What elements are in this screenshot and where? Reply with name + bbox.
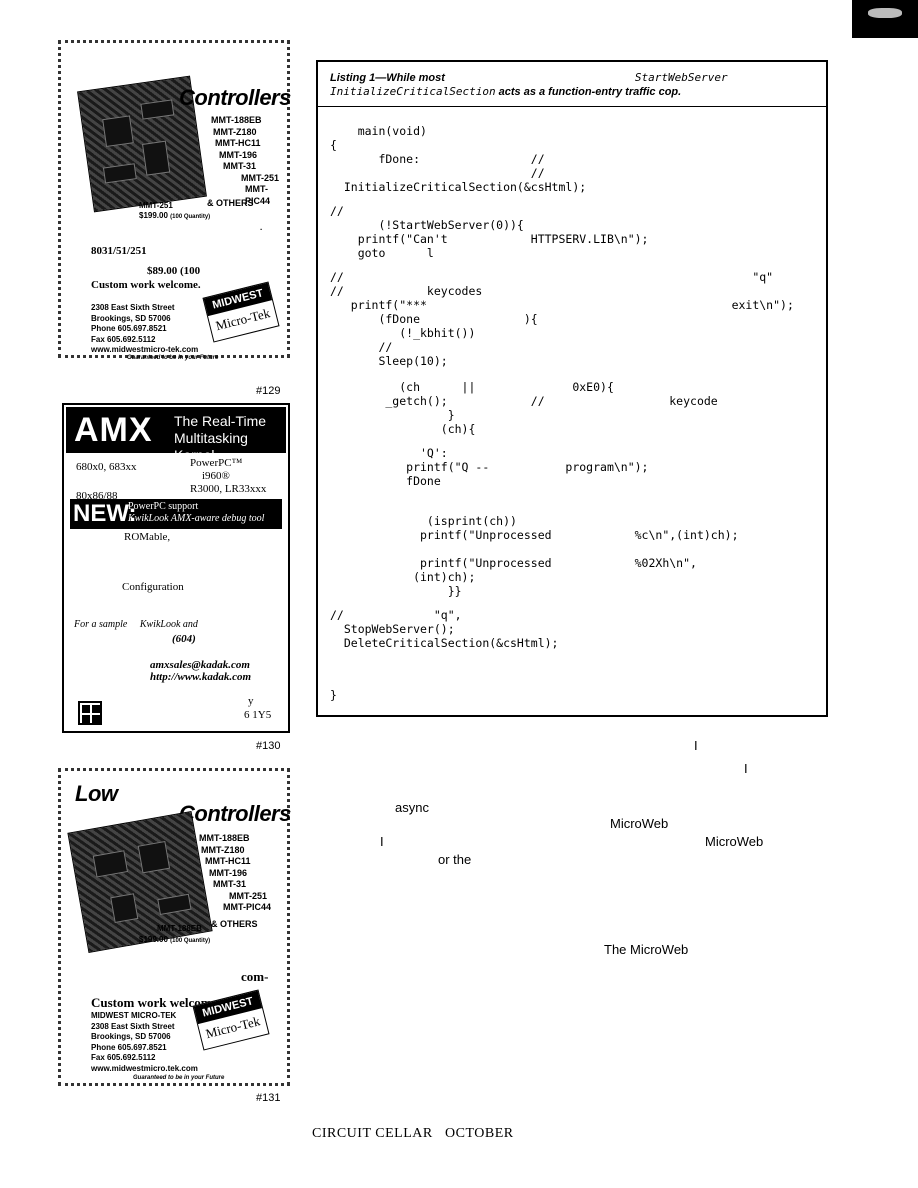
price: $199.00 (100 Quantity) [139, 935, 211, 944]
text-fragment: I [744, 761, 748, 776]
code-line: StopWebServer(); [330, 622, 455, 636]
text-fragment: async [395, 800, 429, 815]
cpu-line: 8031/51/251 [91, 245, 147, 257]
code-line: printf("*** exit\n"); [330, 298, 794, 312]
amx-web[interactable]: http://www.kadak.com [150, 671, 252, 683]
code-line: goto l [330, 246, 434, 260]
processor-list-right: PowerPC™ i960® R3000, LR33xxx [190, 457, 267, 495]
new-banner: NEW: PowerPC support KwikLook AMX-aware … [70, 499, 282, 529]
code-line: } [330, 688, 337, 702]
code-line: fDone: // [330, 152, 545, 166]
code-line: // [330, 166, 545, 180]
code-line: (ch || 0xE0){ [330, 380, 614, 394]
code-line: fDone [330, 474, 441, 488]
text-fragment: or the [438, 852, 472, 867]
ad-midwest-controllers[interactable]: Controllers MMT-188EB MMT-Z180 MMT-HC11 … [58, 40, 291, 361]
kadak-logo-icon [78, 701, 102, 725]
code-line: main(void) [330, 124, 427, 138]
code-line: } [330, 408, 455, 422]
code-line: // [330, 340, 393, 354]
model-list: MMT-188EB MMT-Z180 MMT-HC11 MMT-196 MMT-… [199, 833, 272, 912]
code-line: // keycodes [330, 284, 483, 298]
tagline: Guaranteed to be in your Future [133, 1075, 225, 1081]
ad-reader-number: #129 [256, 385, 281, 397]
code-line: (ch){ [330, 422, 476, 436]
text-fragment: MicroWeb [705, 834, 764, 849]
midwest-logo: MIDWEST Micro-Tek [202, 281, 280, 343]
page-corner-tab [852, 0, 918, 38]
code-line: InitializeCriticalSection(&csHtml); [330, 180, 587, 194]
amx-subtitle: The Real-Time Multitasking Kernel [174, 413, 267, 463]
tagline: Guaranteed to be in your Future [127, 355, 219, 361]
ad-reader-number: #130 [256, 740, 281, 752]
amx-header: AMX The Real-Time Multitasking Kernel [66, 407, 286, 463]
ad-midwest-low-controllers[interactable]: Low Controllers MMT-188EB MMT-Z180 MMT-H… [58, 768, 291, 1086]
code-line: printf("Unprocessed %02Xh\n", [330, 556, 697, 570]
text-fragment: I [694, 738, 698, 753]
code-line: // "q", [330, 608, 462, 622]
custom-work: Custom work welcome. [91, 279, 201, 291]
code-line: printf("Can't HTTPSERV.LIB\n"); [330, 232, 649, 246]
code-line: (!_kbhit()) [330, 326, 476, 340]
text-fragment: The MicroWeb [604, 942, 689, 957]
code-line: // [330, 204, 344, 218]
address-block: 2308 East Sixth Street Brookings, SD 570… [91, 303, 199, 354]
price-line: $89.00 (100 [147, 265, 201, 277]
text-fragment: I [380, 834, 384, 849]
amx-email[interactable]: amxsales@kadak.com [150, 659, 250, 671]
custom-work: Custom work welcome. [91, 995, 221, 1010]
code-line: (int)ch); [330, 570, 476, 584]
board-label: MMT-188EB [157, 924, 202, 933]
code-line: }} [330, 584, 462, 598]
address-block: MIDWEST MICRO-TEK 2308 East Sixth Street… [91, 1011, 198, 1073]
corner-glyph-icon [868, 8, 902, 18]
code-block: main(void) { fDone: // // InitializeCrit… [318, 62, 794, 702]
code-line: printf("Q -- program\n"); [330, 460, 649, 474]
code-line: Sleep(10); [330, 354, 448, 368]
board-label: MMT-251 [139, 201, 173, 210]
text-fragment: MicroWeb [610, 816, 669, 831]
code-line: _getch(); // keycode [330, 394, 718, 408]
ad-title: Controllers [179, 801, 291, 826]
code-line: (fDone ){ [330, 312, 538, 326]
model-others: & OTHERS [207, 198, 254, 208]
amx-logo: AMX [74, 411, 153, 449]
code-line: 'Q': [330, 446, 448, 460]
code-line: // "q" [330, 270, 774, 284]
code-line: printf("Unprocessed %c\n",(int)ch); [330, 528, 739, 542]
code-line: DeleteCriticalSection(&csHtml); [330, 636, 559, 650]
ad-title-low: Low [75, 781, 118, 806]
caption-divider [318, 106, 826, 107]
footer-magazine: CIRCUIT CELLAR [312, 1126, 433, 1141]
model-list: MMT-188EB MMT-Z180 MMT-HC11 MMT-196 MMT-… [211, 115, 280, 206]
footer-month: OCTOBER [445, 1126, 514, 1141]
ad-amx-kernel[interactable]: AMX The Real-Time Multitasking Kernel 68… [62, 403, 290, 733]
model-others: & OTHERS [211, 919, 258, 929]
price: $199.00 (100 Quantity) [139, 211, 211, 220]
code-line: (isprint(ch)) [330, 514, 517, 528]
ad-reader-number: #131 [256, 1092, 281, 1104]
code-line: (!StartWebServer(0)){ [330, 218, 524, 232]
code-line: { [330, 138, 337, 152]
ad-title: Controllers [179, 85, 291, 110]
